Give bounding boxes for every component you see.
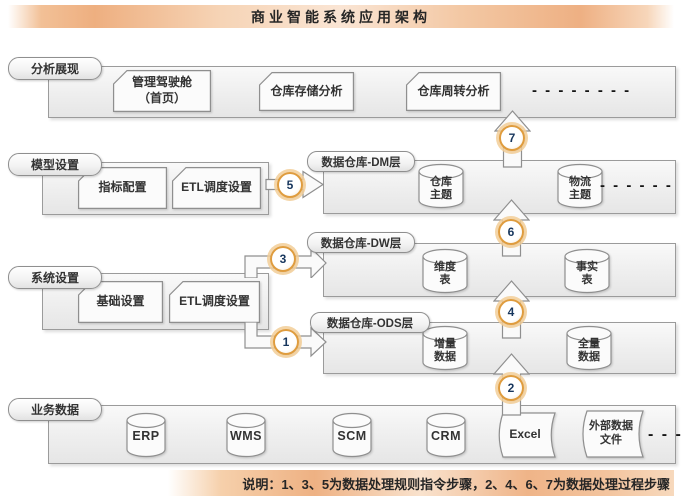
card-label: 仓库周转分析 bbox=[417, 83, 490, 98]
cylinder-warehouse-theme: 仓库主题 bbox=[418, 163, 464, 209]
ellipsis-business: - - - bbox=[648, 426, 682, 443]
layer-pill-dw: 数据仓库-DW层 bbox=[307, 232, 415, 253]
card-indicator-config: 指标配置 bbox=[78, 167, 167, 209]
cylinder-label-line2: 主题 bbox=[569, 188, 591, 201]
cylinder-label: SCM bbox=[337, 429, 367, 443]
card-management-dashboard: 管理驾驶舱（首页） bbox=[113, 70, 211, 112]
cylinder-full-data: 全量数据 bbox=[566, 325, 612, 371]
step-number: 6 bbox=[507, 225, 515, 239]
cylinder-label-line2: 数据 bbox=[578, 350, 600, 363]
cylinder-fact-table: 事实表 bbox=[564, 248, 610, 294]
card-warehouse-turnover-analysis: 仓库周转分析 bbox=[406, 72, 501, 111]
step-badge-7: 7 bbox=[499, 125, 525, 151]
cylinder-label: 增量 bbox=[434, 338, 456, 350]
cylinder-label: 仓库 bbox=[430, 176, 452, 188]
cylinder-crm: CRM bbox=[426, 412, 466, 458]
layer-label-ods: 数据仓库-ODS层 bbox=[326, 317, 414, 330]
layer-pill-model: 模型设置 bbox=[8, 153, 102, 176]
layer-pill-dm: 数据仓库-DM层 bbox=[307, 151, 415, 172]
step-badge-2: 2 bbox=[498, 375, 524, 401]
step-number: 3 bbox=[279, 252, 287, 266]
cylinder-label-line2: 表 bbox=[439, 273, 451, 286]
step-badge-5: 5 bbox=[277, 172, 303, 198]
cylinder-erp: ERP bbox=[126, 412, 166, 458]
title-bar: 商业智能系统应用架构 bbox=[8, 5, 674, 28]
cylinder-logistics-theme: 物流主题 bbox=[557, 163, 603, 209]
page-title: 商业智能系统应用架构 bbox=[251, 8, 431, 25]
stored-data-excel: Excel bbox=[492, 412, 558, 458]
layer-pill-system: 系统设置 bbox=[8, 266, 102, 289]
layer-label-analysis: 分析展现 bbox=[30, 62, 79, 76]
cylinder-label: 事实 bbox=[576, 261, 598, 273]
cylinder-wms: WMS bbox=[226, 412, 266, 458]
stored-data-label: Excel bbox=[509, 427, 541, 442]
ellipsis-analysis: - - - - - - - - bbox=[532, 82, 632, 99]
cylinder-label: 全量 bbox=[578, 338, 600, 350]
footnote-bar: 说明：1、3、5为数据处理规则指令步骤，2、4、6、7为数据处理过程步骤 bbox=[8, 470, 674, 496]
cylinder-label: 物流 bbox=[569, 176, 591, 188]
stored-data-external-files: 外部数据文件 bbox=[576, 410, 646, 458]
card-label-line2: （首页） bbox=[137, 91, 186, 105]
layer-pill-analysis: 分析展现 bbox=[8, 57, 102, 80]
footnote-text: 说明：1、3、5为数据处理规则指令步骤，2、4、6、7为数据处理过程步骤 bbox=[242, 476, 670, 492]
card-label: 指标配置 bbox=[98, 180, 147, 195]
cylinder-label-line2: 数据 bbox=[434, 350, 456, 363]
step-number: 4 bbox=[507, 305, 515, 319]
card-etl-schedule-system: ETL调度设置 bbox=[169, 281, 260, 323]
step-badge-4: 4 bbox=[498, 299, 524, 325]
step-badge-3: 3 bbox=[270, 246, 296, 272]
cylinder-scm: SCM bbox=[332, 412, 372, 458]
step-number: 2 bbox=[507, 381, 515, 395]
layer-pill-business: 业务数据 bbox=[8, 398, 102, 421]
layer-label-dw: 数据仓库-DW层 bbox=[320, 237, 402, 250]
cylinder-label: 维度 bbox=[434, 261, 456, 273]
cylinder-label-line2: 主题 bbox=[430, 188, 452, 201]
layer-label-dm: 数据仓库-DM层 bbox=[321, 156, 401, 169]
card-label: 基础设置 bbox=[96, 294, 145, 309]
stored-data-label-line2: 文件 bbox=[600, 434, 622, 446]
layer-pill-ods: 数据仓库-ODS层 bbox=[310, 312, 430, 333]
cylinder-label-line2: 表 bbox=[581, 273, 593, 286]
layer-label-system: 系统设置 bbox=[30, 271, 79, 285]
card-label: 仓库存储分析 bbox=[270, 83, 343, 98]
card-basic-settings: 基础设置 bbox=[78, 281, 163, 323]
cylinder-label: ERP bbox=[132, 429, 160, 443]
card-label: 管理驾驶舱 bbox=[131, 75, 192, 90]
cylinder-incremental-data: 增量数据 bbox=[422, 325, 468, 371]
step-number: 7 bbox=[508, 131, 516, 145]
step-badge-6: 6 bbox=[498, 219, 524, 245]
layer-label-model: 模型设置 bbox=[30, 158, 79, 172]
layer-label-business: 业务数据 bbox=[30, 403, 79, 417]
cylinder-dimension-table: 维度表 bbox=[422, 248, 468, 294]
card-label: ETL调度设置 bbox=[181, 180, 252, 195]
card-etl-schedule-model: ETL调度设置 bbox=[172, 167, 261, 209]
cylinder-label: WMS bbox=[229, 429, 263, 443]
step-badge-1: 1 bbox=[273, 329, 299, 355]
step-number: 5 bbox=[286, 178, 294, 192]
cylinder-label: CRM bbox=[431, 429, 461, 443]
step-number: 1 bbox=[282, 335, 290, 349]
card-warehouse-storage-analysis: 仓库存储分析 bbox=[259, 72, 354, 111]
ellipsis-dm: - - - - - - bbox=[600, 177, 673, 194]
card-label: ETL调度设置 bbox=[179, 294, 250, 309]
stored-data-label: 外部数据 bbox=[589, 420, 633, 433]
